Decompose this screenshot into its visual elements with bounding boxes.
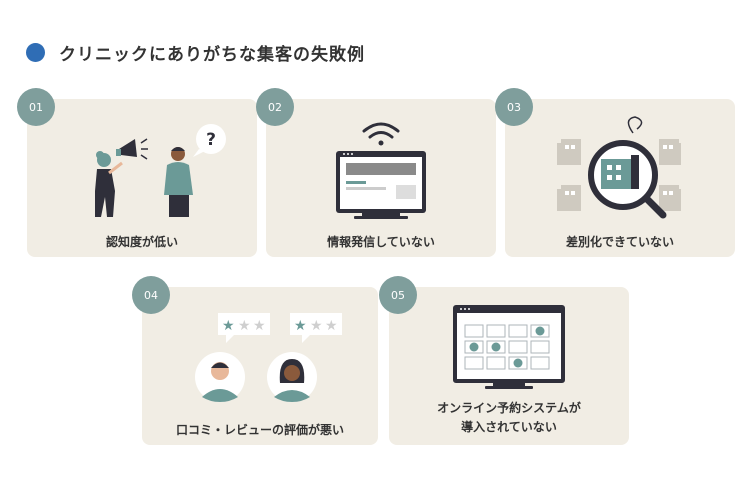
card-bad-reviews: 04 ★ ★ ★ ★ ★ ★ 口コミ・レビューの評価が悪い (132, 276, 378, 445)
woman-figure (95, 151, 123, 217)
scribble-line (627, 116, 643, 134)
card-number-badge: 05 (379, 276, 417, 314)
question-mark-icon: ? (206, 130, 216, 150)
monitor-wifi-illustration (336, 122, 426, 219)
card-number-badge: 04 (132, 276, 170, 314)
card-caption: 認知度が低い (105, 235, 178, 249)
reviewer-avatar-woman (267, 352, 317, 402)
card-no-differentiation: 03 差別化できていない (495, 88, 735, 257)
review-bubble-left: ★ ★ ★ (218, 313, 270, 343)
man-figure (164, 147, 193, 217)
magnifier-icon (588, 140, 667, 219)
star-icon: ★ (253, 318, 266, 334)
card-number-badge: 02 (256, 88, 294, 126)
megaphone-people-illustration: ? (95, 124, 226, 217)
star-icon: ★ (222, 318, 235, 334)
check-icon (469, 326, 545, 368)
card-number-badge: 01 (17, 88, 55, 126)
page-header: クリニックにありがちな集客の失敗例 (26, 40, 365, 65)
card-no-online-booking: 05 オンライン予約システムが 導入されていない (379, 276, 629, 445)
megaphone-icon (116, 138, 148, 160)
card-caption-line1: オンライン予約システムが (437, 401, 581, 415)
card-low-awareness: 01 ? 認知度が低い (17, 88, 257, 257)
star-icon: ★ (325, 318, 338, 334)
magnifier-buildings-illustration (557, 116, 681, 219)
card-caption: 差別化できていない (565, 235, 674, 249)
card-no-information: 02 情報発信していない (256, 88, 496, 257)
monitor-icon (336, 151, 426, 219)
review-bubble-right: ★ ★ ★ (290, 313, 342, 343)
card-caption: 情報発信していない (327, 235, 435, 249)
star-icon: ★ (310, 318, 323, 334)
star-icon: ★ (294, 318, 307, 334)
title-bullet-icon (26, 42, 45, 62)
card-number-badge: 03 (495, 88, 533, 126)
booking-monitor-illustration (453, 305, 565, 389)
wifi-icon (362, 122, 400, 139)
page-title: クリニックにありがちな集客の失敗例 (59, 44, 365, 65)
reviewers-illustration: ★ ★ ★ ★ ★ ★ (195, 313, 342, 402)
reviewer-avatar-man (195, 352, 245, 402)
star-icon: ★ (238, 318, 251, 334)
question-bubble: ? (193, 124, 226, 157)
card-caption-line2: 導入されていない (461, 420, 557, 434)
card-caption: 口コミ・レビューの評価が悪い (175, 423, 344, 437)
